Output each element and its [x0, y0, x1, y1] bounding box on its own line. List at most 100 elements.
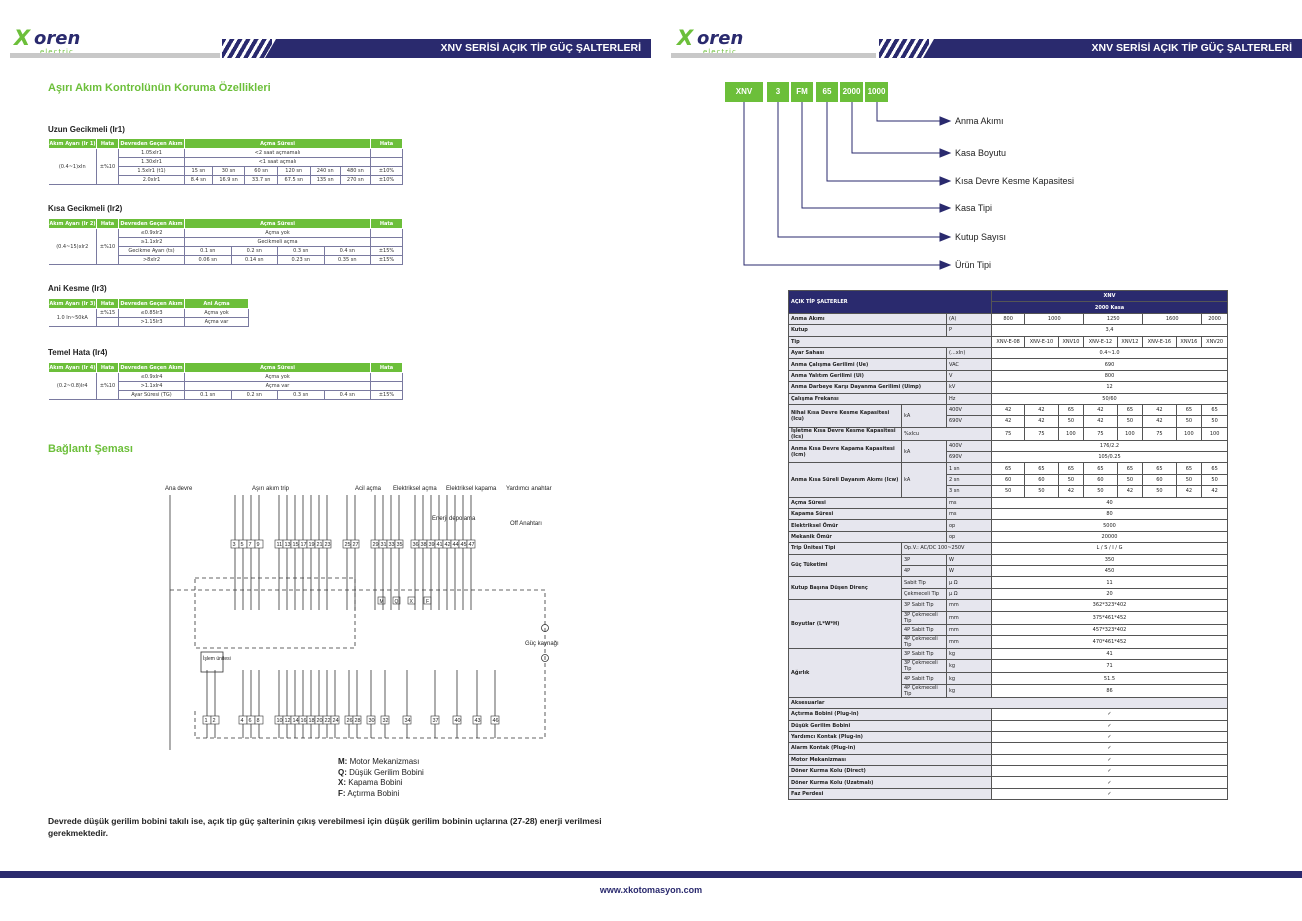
footer-bar: [0, 871, 1302, 878]
code-box-type: FM: [791, 82, 813, 102]
label-el-open: Elektriksel açma: [393, 486, 437, 492]
bottom-terminal: 43: [475, 718, 481, 724]
code-box-current: 1000: [865, 82, 888, 102]
bottom-terminal: 28: [355, 718, 361, 724]
header-title: XNV SERİSİ AÇIK TİP GÜÇ ŞALTERLERİ: [440, 42, 642, 54]
coil-q: Q: [395, 599, 399, 605]
bottom-terminal: 16: [301, 718, 307, 724]
label-aux: Yardımcı anahtar: [506, 486, 552, 492]
bottom-terminal: 20: [317, 718, 323, 724]
label-main-circuit: Ana devre: [165, 486, 193, 492]
header-bar: XNV SERİSİ AÇIK TİP GÜÇ ŞALTERLERİ: [265, 39, 651, 58]
code-box-poles: 3: [767, 82, 789, 102]
header-right: X oren electric XNV SERİSİ AÇIK TİP GÜÇ …: [651, 22, 1302, 62]
top-terminal-box: [254, 539, 264, 549]
top-terminal: 5: [241, 542, 244, 548]
top-terminal: 17: [301, 542, 307, 548]
top-terminal-box: [394, 539, 404, 549]
top-terminal: 25: [345, 542, 351, 548]
bottom-terminal: 37: [433, 718, 439, 724]
top-terminal-box: [350, 539, 360, 549]
bottom-terminal: 32: [383, 718, 389, 724]
header-gray-bar: [10, 53, 220, 58]
bottom-terminal: 2: [213, 718, 216, 724]
label-energy: Enerji depolama: [432, 516, 476, 522]
top-terminal: 45: [461, 542, 467, 548]
top-terminal: 15: [293, 542, 299, 548]
wiring-diagram: Ana devre Aşırı akım trip Acil açma Elek…: [165, 486, 559, 750]
footer-url: www.xkotomasyon.com: [599, 885, 703, 895]
bottom-terminal: 40: [455, 718, 461, 724]
label-overcurrent: Aşırı akım trip: [252, 486, 290, 492]
top-terminal: 42: [445, 542, 451, 548]
label-unit: İşlem ünitesi: [203, 655, 231, 662]
ir3-title: Ani Kesme (Ir3): [48, 284, 107, 293]
coil-m: M: [380, 599, 384, 605]
bottom-terminal-box: [452, 715, 462, 725]
check-icon: ✓: [991, 708, 1228, 721]
header-title-right: XNV SERİSİ AÇIK TİP GÜÇ ŞALTERLERİ: [1091, 42, 1293, 54]
check-icon: ✓: [991, 742, 1228, 755]
bottom-terminal-box: [254, 715, 264, 725]
coil-x: X: [410, 599, 414, 605]
bottom-terminal: 8: [257, 718, 260, 724]
top-terminal: 39: [429, 542, 435, 548]
ir2-title: Kısa Gecikmeli (Ir2): [48, 204, 123, 213]
bottom-terminal: 6: [249, 718, 252, 724]
bottom-terminal-box: [472, 715, 482, 725]
left-page: X oren electric XNV SERİSİ AÇIK TİP GÜÇ …: [0, 0, 651, 870]
code-label-current: Anma Akımı: [955, 116, 1004, 126]
bottom-terminal-box: [366, 715, 376, 725]
bottom-terminal: 12: [285, 718, 291, 724]
check-icon: ✓: [991, 787, 1228, 801]
code-label-series: Ürün Tipi: [955, 260, 992, 270]
bottom-terminal: 10: [277, 718, 283, 724]
check-icon: ✓: [991, 776, 1228, 789]
top-terminal: 23: [325, 542, 331, 548]
logo-right: X oren electric: [677, 26, 744, 56]
top-terminal: 35: [397, 542, 403, 548]
check-icon: ✓: [991, 753, 1228, 767]
bottom-terminal-box: [330, 715, 340, 725]
code-label-poles: Kutup Sayısı: [955, 232, 1007, 242]
bottom-terminal: 24: [333, 718, 339, 724]
code-label-frame: Kasa Boyutu: [955, 148, 1007, 158]
bottom-terminal: 34: [405, 718, 411, 724]
label-el-close: Elektriksel kapama: [446, 486, 497, 492]
top-terminal: 21: [317, 542, 323, 548]
diagram-legend: M: Motor Mekanizması Q: Düşük Gerilim Bo…: [338, 757, 424, 798]
bottom-terminal-box: [210, 715, 220, 725]
ir4-title: Temel Hata (Ir4): [48, 348, 108, 357]
code-label-capacity: Kısa Devre Kesme Kapasitesi: [955, 176, 1075, 186]
header-stripes: [222, 39, 272, 58]
top-terminal: 11: [277, 542, 283, 548]
label-power: Güç kaynağı: [525, 641, 559, 647]
bottom-terminal: 30: [369, 718, 375, 724]
top-terminal-box: [466, 539, 476, 549]
top-terminal: 7: [249, 542, 252, 548]
bottom-terminal: 22: [325, 718, 331, 724]
top-terminal: 27: [353, 542, 359, 548]
top-terminal: 38: [421, 542, 427, 548]
bottom-terminal: 18: [309, 718, 315, 724]
bottom-terminal: 4: [241, 718, 244, 724]
label-emergency: Acil açma: [355, 486, 382, 492]
code-box-series: XNV: [725, 82, 763, 102]
logo: X oren electric: [14, 26, 81, 56]
top-terminal: 36: [413, 542, 419, 548]
section-title-protection: Aşırı Akım Kontrolünün Koruma Özellikler…: [48, 82, 271, 94]
bottom-terminal: 1: [205, 718, 208, 724]
top-terminal: 44: [453, 542, 459, 548]
bottom-terminal-box: [402, 715, 412, 725]
bottom-terminal-box: [380, 715, 390, 725]
top-terminal: 3: [233, 542, 236, 548]
top-terminal: 47: [469, 542, 475, 548]
bottom-terminal-box: [352, 715, 362, 725]
label-off: Off Anahtarı: [510, 521, 542, 527]
coil-f: F: [426, 599, 429, 605]
